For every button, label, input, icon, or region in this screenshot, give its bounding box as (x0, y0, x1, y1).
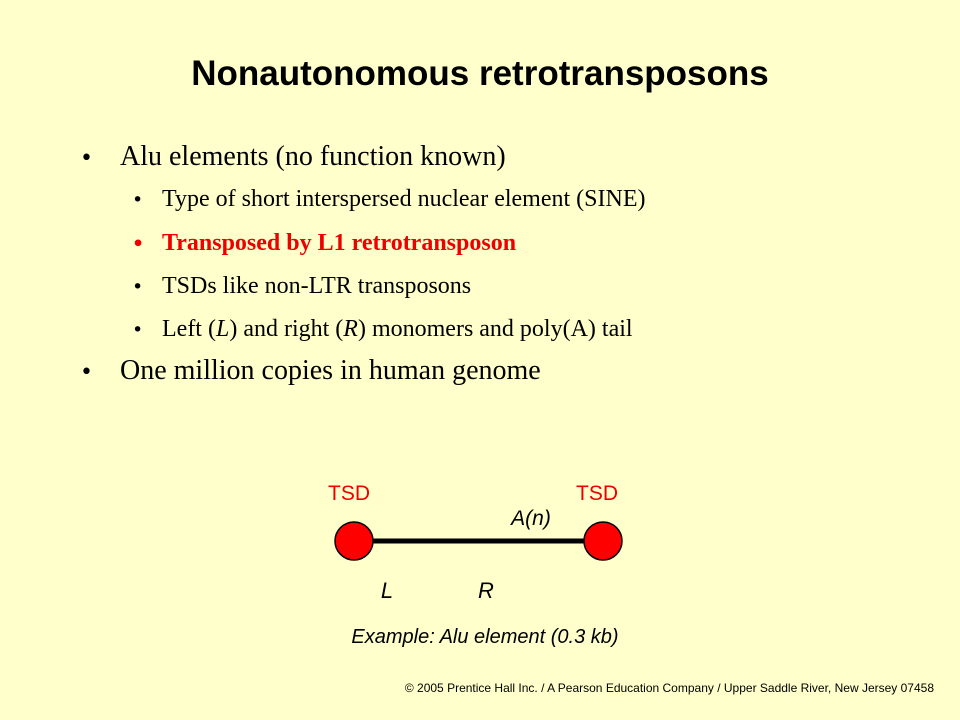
bullet-sine: • Type of short interspersed nuclear ele… (132, 186, 645, 213)
tsd-left-label: TSD (328, 482, 370, 505)
bullet-text: Type of short interspersed nuclear eleme… (162, 186, 646, 212)
poly-a-close: ) (541, 507, 551, 530)
tsd-right-circle (583, 521, 623, 561)
left-monomer-label: L (381, 578, 393, 603)
left-monomer-symbol: L (215, 316, 230, 342)
text-segment: Left ( (162, 316, 216, 342)
bullet-text: TSDs like non-LTR transposons (162, 273, 472, 299)
bullet-icon: • (132, 276, 144, 298)
diagram-caption: Example: Alu element (0.3 kb) (351, 626, 618, 648)
bullet-icon: • (132, 319, 144, 341)
bullet-text: One million copies in human genome (120, 355, 541, 386)
text-segment: ) monomers and poly(A) tail (357, 316, 633, 342)
tsd-left-circle (334, 521, 374, 561)
bullet-tsds: • TSDs like non-LTR transposons (132, 273, 471, 300)
bullet-icon: • (80, 146, 93, 171)
tsd-right-label: TSD (576, 482, 618, 505)
bullet-icon: • (132, 189, 144, 211)
right-monomer-symbol: R (343, 316, 358, 342)
bullet-text: Left (L) and right (R) monomers and poly… (162, 316, 633, 343)
slide-title: Nonautonomous retrotransposons (191, 54, 769, 93)
text-segment: ) and right ( (229, 316, 344, 342)
bullet-text: Transposed by L1 retrotransposon (162, 230, 517, 256)
bullet-text: Alu elements (no function known) (120, 141, 506, 172)
right-monomer-label: R (478, 578, 494, 603)
bullet-one-million-copies: • One million copies in human genome (80, 355, 541, 387)
bullet-transposed-by-l1: • Transposed by L1 retrotransposon (132, 230, 516, 257)
poly-a-tail-label: A(n) (509, 507, 551, 530)
bullet-icon: • (132, 233, 145, 255)
poly-a-n: n (532, 507, 544, 530)
copyright-notice: © 2005 Prentice Hall Inc. / A Pearson Ed… (404, 681, 934, 695)
poly-a-prefix: A( (509, 507, 534, 530)
bullet-alu-elements: • Alu elements (no function known) (80, 141, 506, 173)
bullet-icon: • (80, 360, 93, 385)
bullet-monomers: • Left (L) and right (R) monomers and po… (132, 316, 633, 343)
